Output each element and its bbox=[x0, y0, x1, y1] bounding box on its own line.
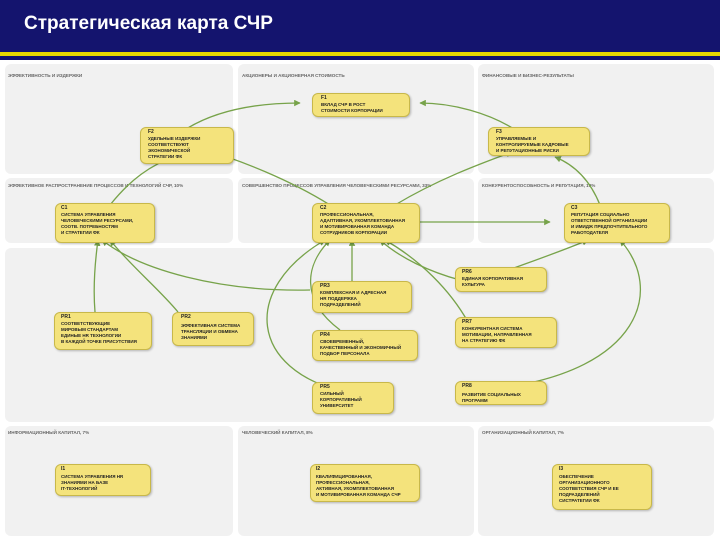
link-pr8-c3 bbox=[499, 239, 641, 389]
header-bar bbox=[0, 0, 720, 60]
node-pr3-box bbox=[312, 281, 412, 313]
node-c3-box bbox=[564, 203, 670, 243]
node-pr6-code: PR6 bbox=[462, 269, 472, 275]
link-pr7-c2 bbox=[384, 239, 469, 323]
node-pr7-box bbox=[455, 317, 557, 348]
node-pr1-text: СООТВЕТСТВУЮЩИЕ МИРОВЫМ СТАНДАРТАМ ЕДИНЫ… bbox=[61, 321, 137, 344]
node-pr7-code: PR7 bbox=[462, 319, 472, 325]
section-label-hr-processes: СОВЕРШЕНСТВО ПРОЦЕССОВ УПРАВЛЕНИЯ ЧЕЛОВЕ… bbox=[242, 183, 432, 188]
page-title: Стратегическая карта СЧР bbox=[24, 13, 273, 34]
node-c2-code: C2 bbox=[320, 205, 327, 211]
link-pr5-c2 bbox=[266, 239, 346, 393]
node-pr3-text: КОМПЛЕКСНАЯ И АДРЕСНАЯ HR ПОДДЕРЖКА ПОДР… bbox=[320, 290, 387, 307]
section-label-human-capital: ЧЕЛОВЕЧЕСКИЙ КАПИТАЛ, 8% bbox=[242, 430, 313, 435]
link-pr1-c1 bbox=[93, 239, 101, 313]
node-l2-text: КВАЛИФИЦИРОВАННАЯ, ПРОФЕССИОНАЛЬНАЯ, АКТ… bbox=[316, 474, 401, 497]
node-l3-box bbox=[552, 464, 652, 510]
node-l2-box bbox=[310, 464, 420, 502]
node-pr2-text: ЭФФЕКТИВНАЯ СИСТЕМА ТРАНСЛЯЦИИ И ОБМЕНА … bbox=[181, 323, 241, 340]
node-c3-code: C3 bbox=[571, 205, 578, 211]
header-accent-rule bbox=[0, 52, 720, 56]
link-pr4-c2 bbox=[310, 239, 341, 331]
node-pr6-text: ЕДИНАЯ КОРПОРАТИВНАЯ КУЛЬТУРА bbox=[462, 276, 524, 287]
node-c3-text: РЕПУТАЦИЯ СОЦИАЛЬНО ОТВЕТСТВЕННОЙ ОРГАНИ… bbox=[571, 212, 648, 235]
node-pr8-code: PR8 bbox=[462, 383, 472, 389]
node-c2-text: ПРОФЕССИОНАЛЬНАЯ, АДАПТИВНАЯ, УКОМПЛЕКТО… bbox=[320, 212, 405, 235]
link-c3-f3 bbox=[554, 156, 601, 206]
node-pr1-code: PR1 bbox=[61, 314, 71, 320]
node-pr5-text: СИЛЬНЫЙ КОРПОРАТИВНЫЙ УНИВЕРСИТЕТ bbox=[320, 391, 362, 408]
link-f3-f1 bbox=[419, 99, 521, 134]
section-label-hr-tech: ЭФФЕКТИВНОЕ РАСПРОСТРАНЕНИЕ ПРОЦЕССОВ И … bbox=[8, 183, 184, 188]
node-f2-box bbox=[140, 127, 234, 164]
node-l3-text: ОБЕСПЕЧЕНИЕ ОРГАНИЗАЦИОННОГО СООТВЕТСТВИ… bbox=[559, 474, 619, 503]
node-c1-text: СИСТЕМА УПРАВЛЕНИЯ ЧЕЛОВЕЧЕСКИМИ РЕСУРСА… bbox=[61, 212, 134, 235]
node-pr4-text: СВОЕВРЕМЕННЫЙ, КАЧЕСТВЕННЫЙ И ЭКОНОМИЧНЫ… bbox=[320, 339, 402, 356]
node-pr3-code: PR3 bbox=[320, 283, 330, 289]
section-label-reputation: КОНКУРЕНТОСПОСОБНОСТЬ И РЕПУТАЦИЯ, 10% bbox=[482, 183, 596, 188]
node-f2-code: F2 bbox=[148, 129, 154, 135]
node-pr7-text: КОНКУРЕНТНАЯ СИСТЕМА МОТИВАЦИИ, НАПРАВЛЕ… bbox=[462, 326, 532, 343]
node-pr8-text: РАЗВИТИЕ СОЦИАЛЬНЫХ ПРОГРАММ bbox=[462, 392, 521, 403]
node-pr4-code: PR4 bbox=[320, 332, 330, 338]
node-f3-box bbox=[488, 127, 590, 156]
panel-shareholders bbox=[238, 64, 474, 174]
node-pr8-box bbox=[455, 381, 547, 405]
section-label-shareholders: АКЦИОНЕРЫ И АКЦИОНЕРНАЯ СТОИМОСТЬ bbox=[242, 73, 345, 78]
node-f1-box bbox=[312, 93, 410, 117]
section-label-org-capital: ОРГАНИЗАЦИОННЫЙ КАПИТАЛ, 7% bbox=[482, 430, 564, 435]
link-c2-f3 bbox=[394, 150, 513, 206]
node-pr5-code: PR5 bbox=[320, 384, 330, 390]
node-f2-text: УДЕЛЬНЫЕ ИЗДЕРЖКИ СООТВЕТСТВУЮТ ЭКОНОМИЧ… bbox=[148, 136, 201, 159]
node-pr2-code: PR2 bbox=[181, 314, 191, 320]
node-f3-text: УПРАВЛЯЕМЫЕ И КОНТРОЛИРУЕМЫЕ КАДРОВЫЕ И … bbox=[496, 136, 569, 153]
node-pr5-box bbox=[312, 382, 394, 414]
node-pr2-box bbox=[172, 312, 254, 346]
node-pr4-box bbox=[312, 330, 418, 361]
section-label-info-capital: ИНФОРМАЦИОННЫЙ КАПИТАЛ, 7% bbox=[8, 430, 90, 435]
node-f3-code: F3 bbox=[496, 129, 502, 135]
node-l1-code: I1 bbox=[61, 466, 66, 472]
node-l1-text: СИСТЕМА УПРАВЛЕНИЯ HR ЗНАНИЯМИ НА БАЗЕ I… bbox=[61, 474, 124, 491]
node-f1-code: F1 bbox=[321, 95, 327, 101]
node-f1-text: ВКЛАД СЧР В РОСТ СТОИМОСТИ КОРПОРАЦИИ bbox=[321, 102, 383, 113]
link-f2-f1 bbox=[179, 99, 301, 134]
link-pr2-c1 bbox=[109, 239, 179, 313]
node-c1-box bbox=[55, 203, 155, 243]
section-label-efficiency: ЭФФЕКТИВНОСТЬ И ИЗДЕРЖКИ bbox=[8, 73, 83, 78]
link-pr6-c2 bbox=[379, 239, 461, 281]
node-l2-code: I2 bbox=[316, 466, 321, 472]
link-pr3-c1 bbox=[101, 239, 311, 291]
node-c2-box bbox=[312, 203, 420, 243]
node-l1-box bbox=[55, 464, 151, 496]
section-label-financial: ФИНАНСОВЫЕ И БИЗНЕС-РЕЗУЛЬТАТЫ bbox=[482, 73, 574, 78]
node-c1-code: C1 bbox=[61, 205, 68, 211]
node-l3-code: I3 bbox=[559, 466, 564, 472]
node-pr1-box bbox=[54, 312, 152, 350]
node-pr6-box bbox=[455, 267, 547, 292]
